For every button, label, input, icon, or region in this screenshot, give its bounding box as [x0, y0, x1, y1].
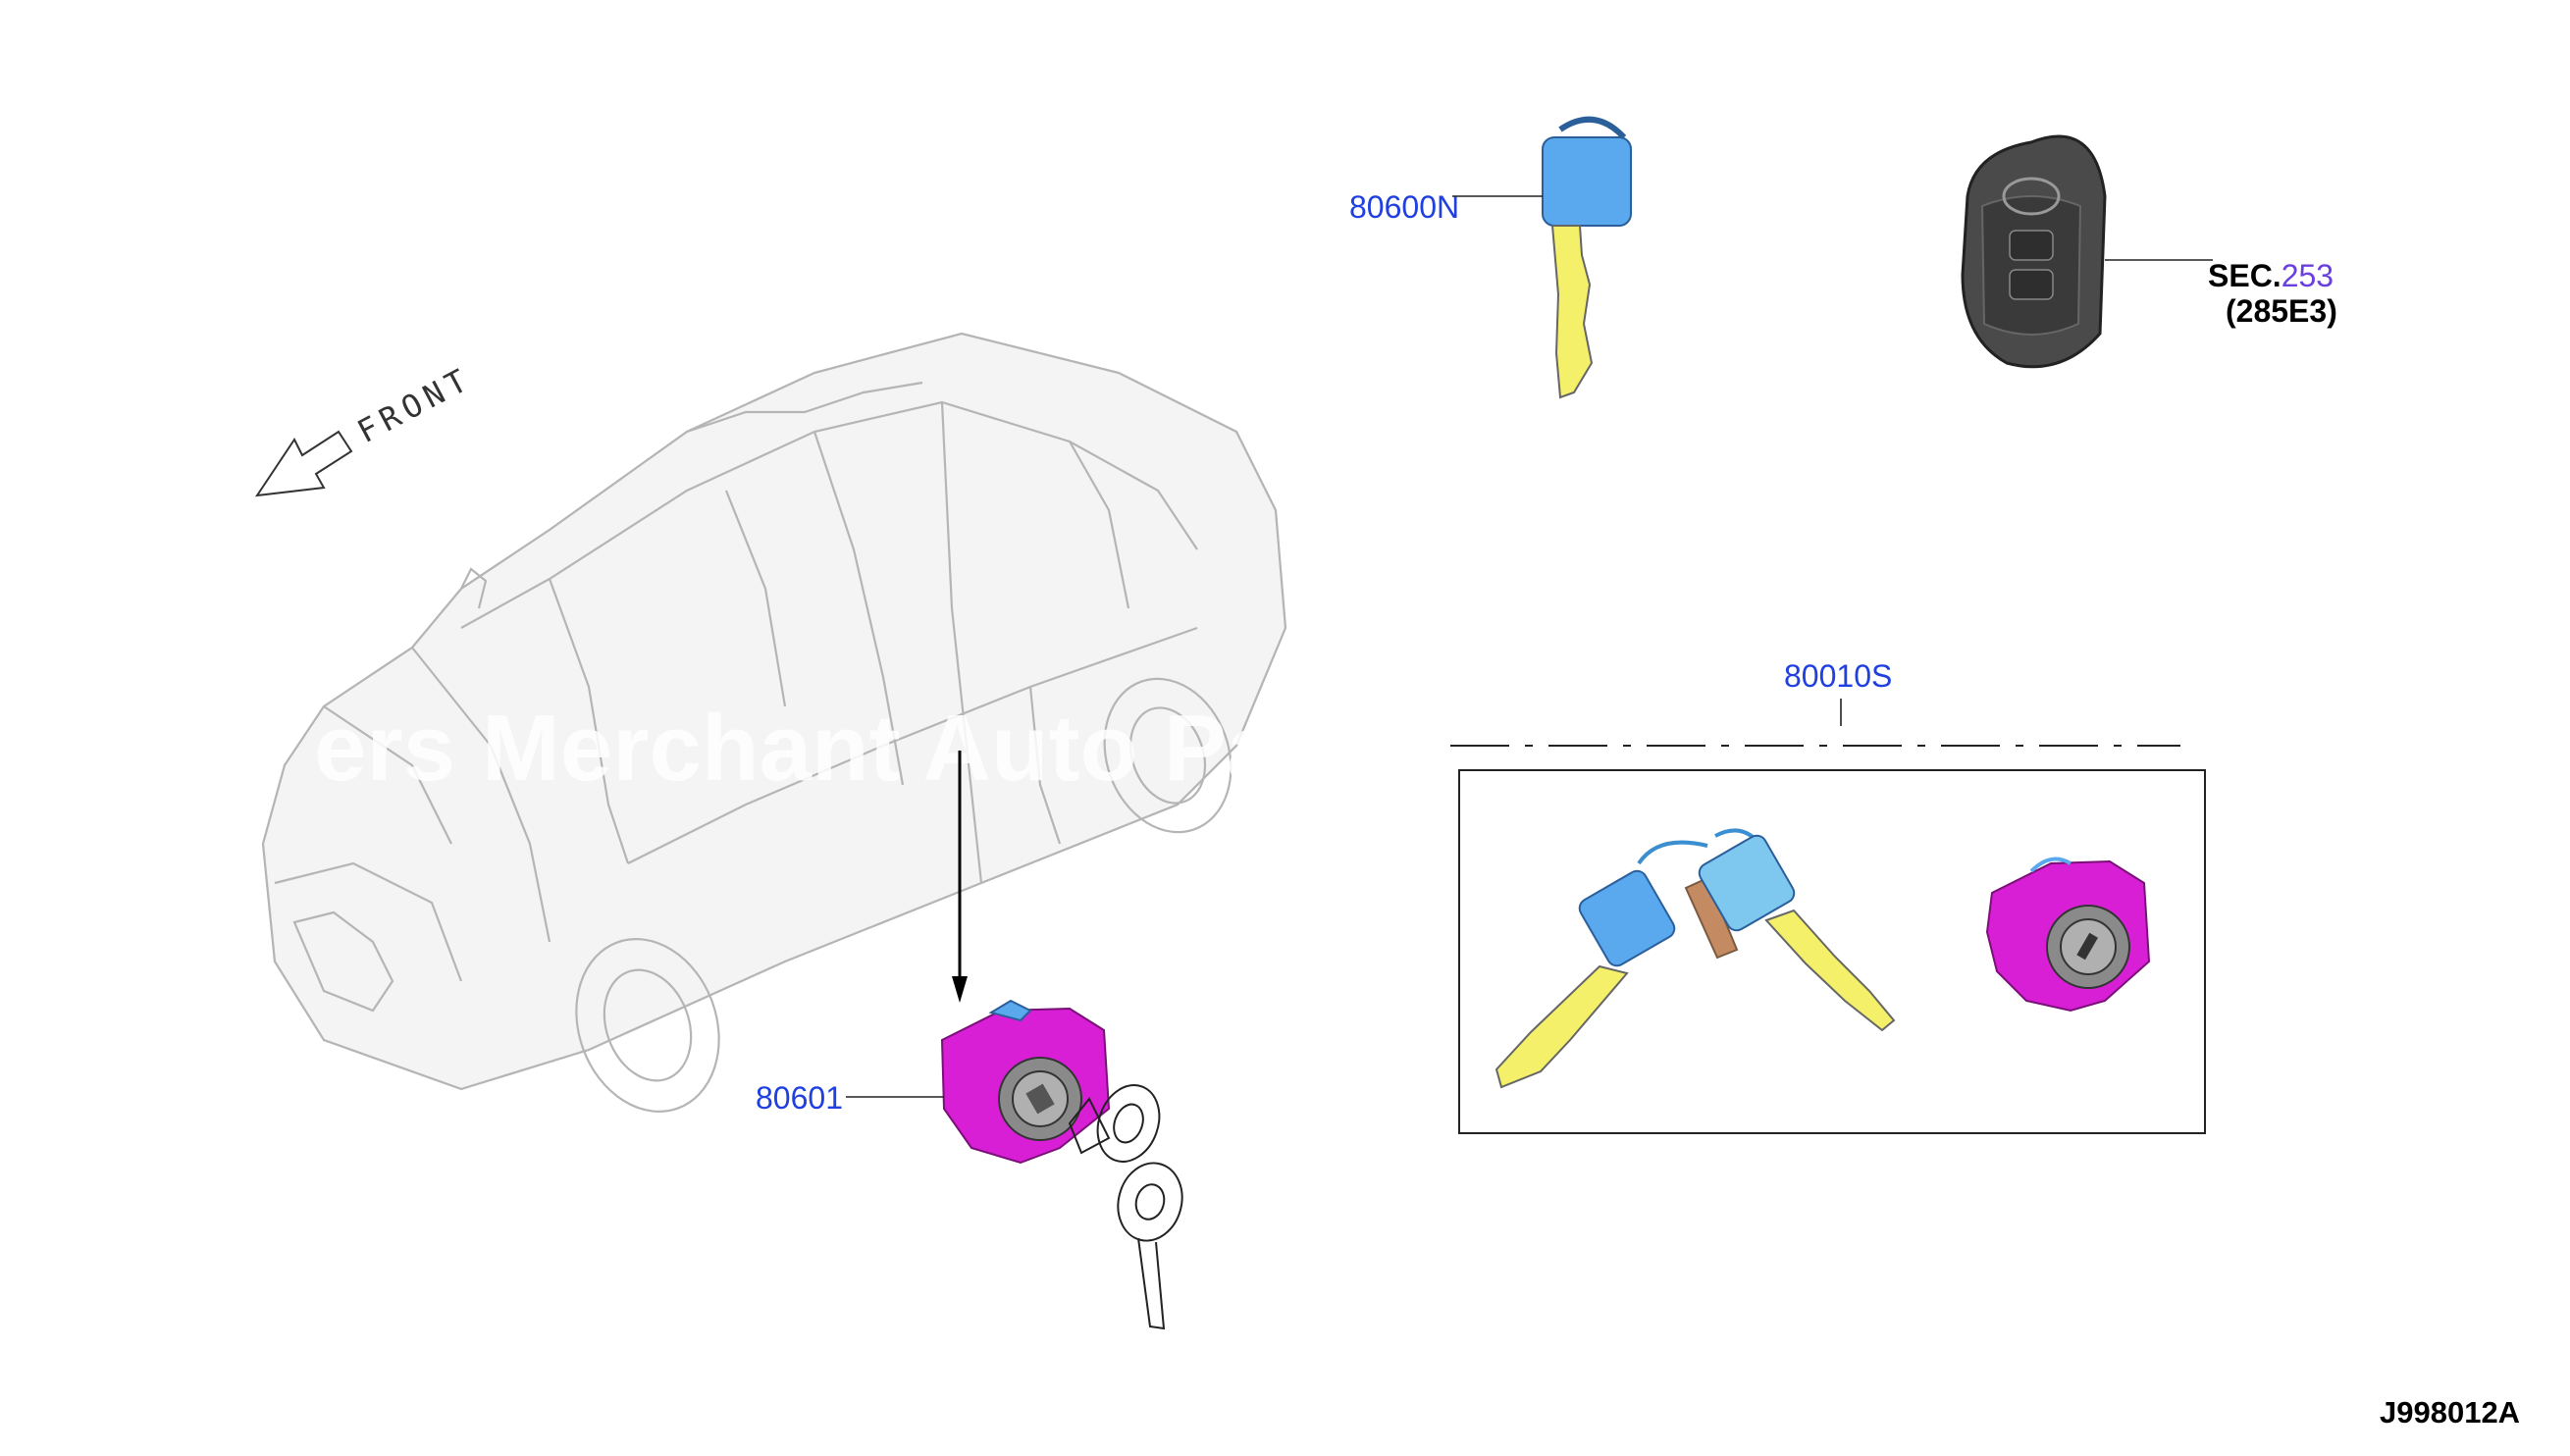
- sec-subreference: (285E3): [2226, 293, 2337, 329]
- intelligent-key-fob[interactable]: [1961, 134, 2107, 369]
- arrow-head-icon: [952, 976, 968, 1003]
- front-direction-indicator: FRONT: [254, 359, 478, 497]
- part-label-80600N[interactable]: 80600N: [1349, 189, 1459, 225]
- front-label: FRONT: [351, 359, 478, 450]
- sec-prefix: SEC.: [2208, 258, 2282, 293]
- outline-keys: [1068, 1084, 1183, 1330]
- watermark-text: ers Merchant Auto Pa: [314, 696, 1280, 801]
- brand-emblem-icon: [2002, 177, 2061, 216]
- location-arrow: [952, 751, 968, 1003]
- key-set-keys: [1495, 828, 1896, 1089]
- vehicle-illustration: [261, 332, 1287, 1113]
- key-blank-80600N[interactable]: [1542, 116, 1632, 399]
- ignition-cylinder-80601[interactable]: [940, 999, 1111, 1165]
- sec-reference-label[interactable]: SEC.253: [2208, 258, 2334, 293]
- kit-frame: [1458, 769, 2206, 1134]
- part-label-80601[interactable]: 80601: [756, 1080, 843, 1116]
- key-set-cylinder: [1985, 857, 2151, 1013]
- front-arrow-icon: [254, 430, 353, 497]
- diagram-id: J998012A: [2380, 1395, 2520, 1430]
- part-label-80010S[interactable]: 80010S: [1784, 658, 1892, 694]
- sec-number-link[interactable]: 253: [2282, 258, 2334, 293]
